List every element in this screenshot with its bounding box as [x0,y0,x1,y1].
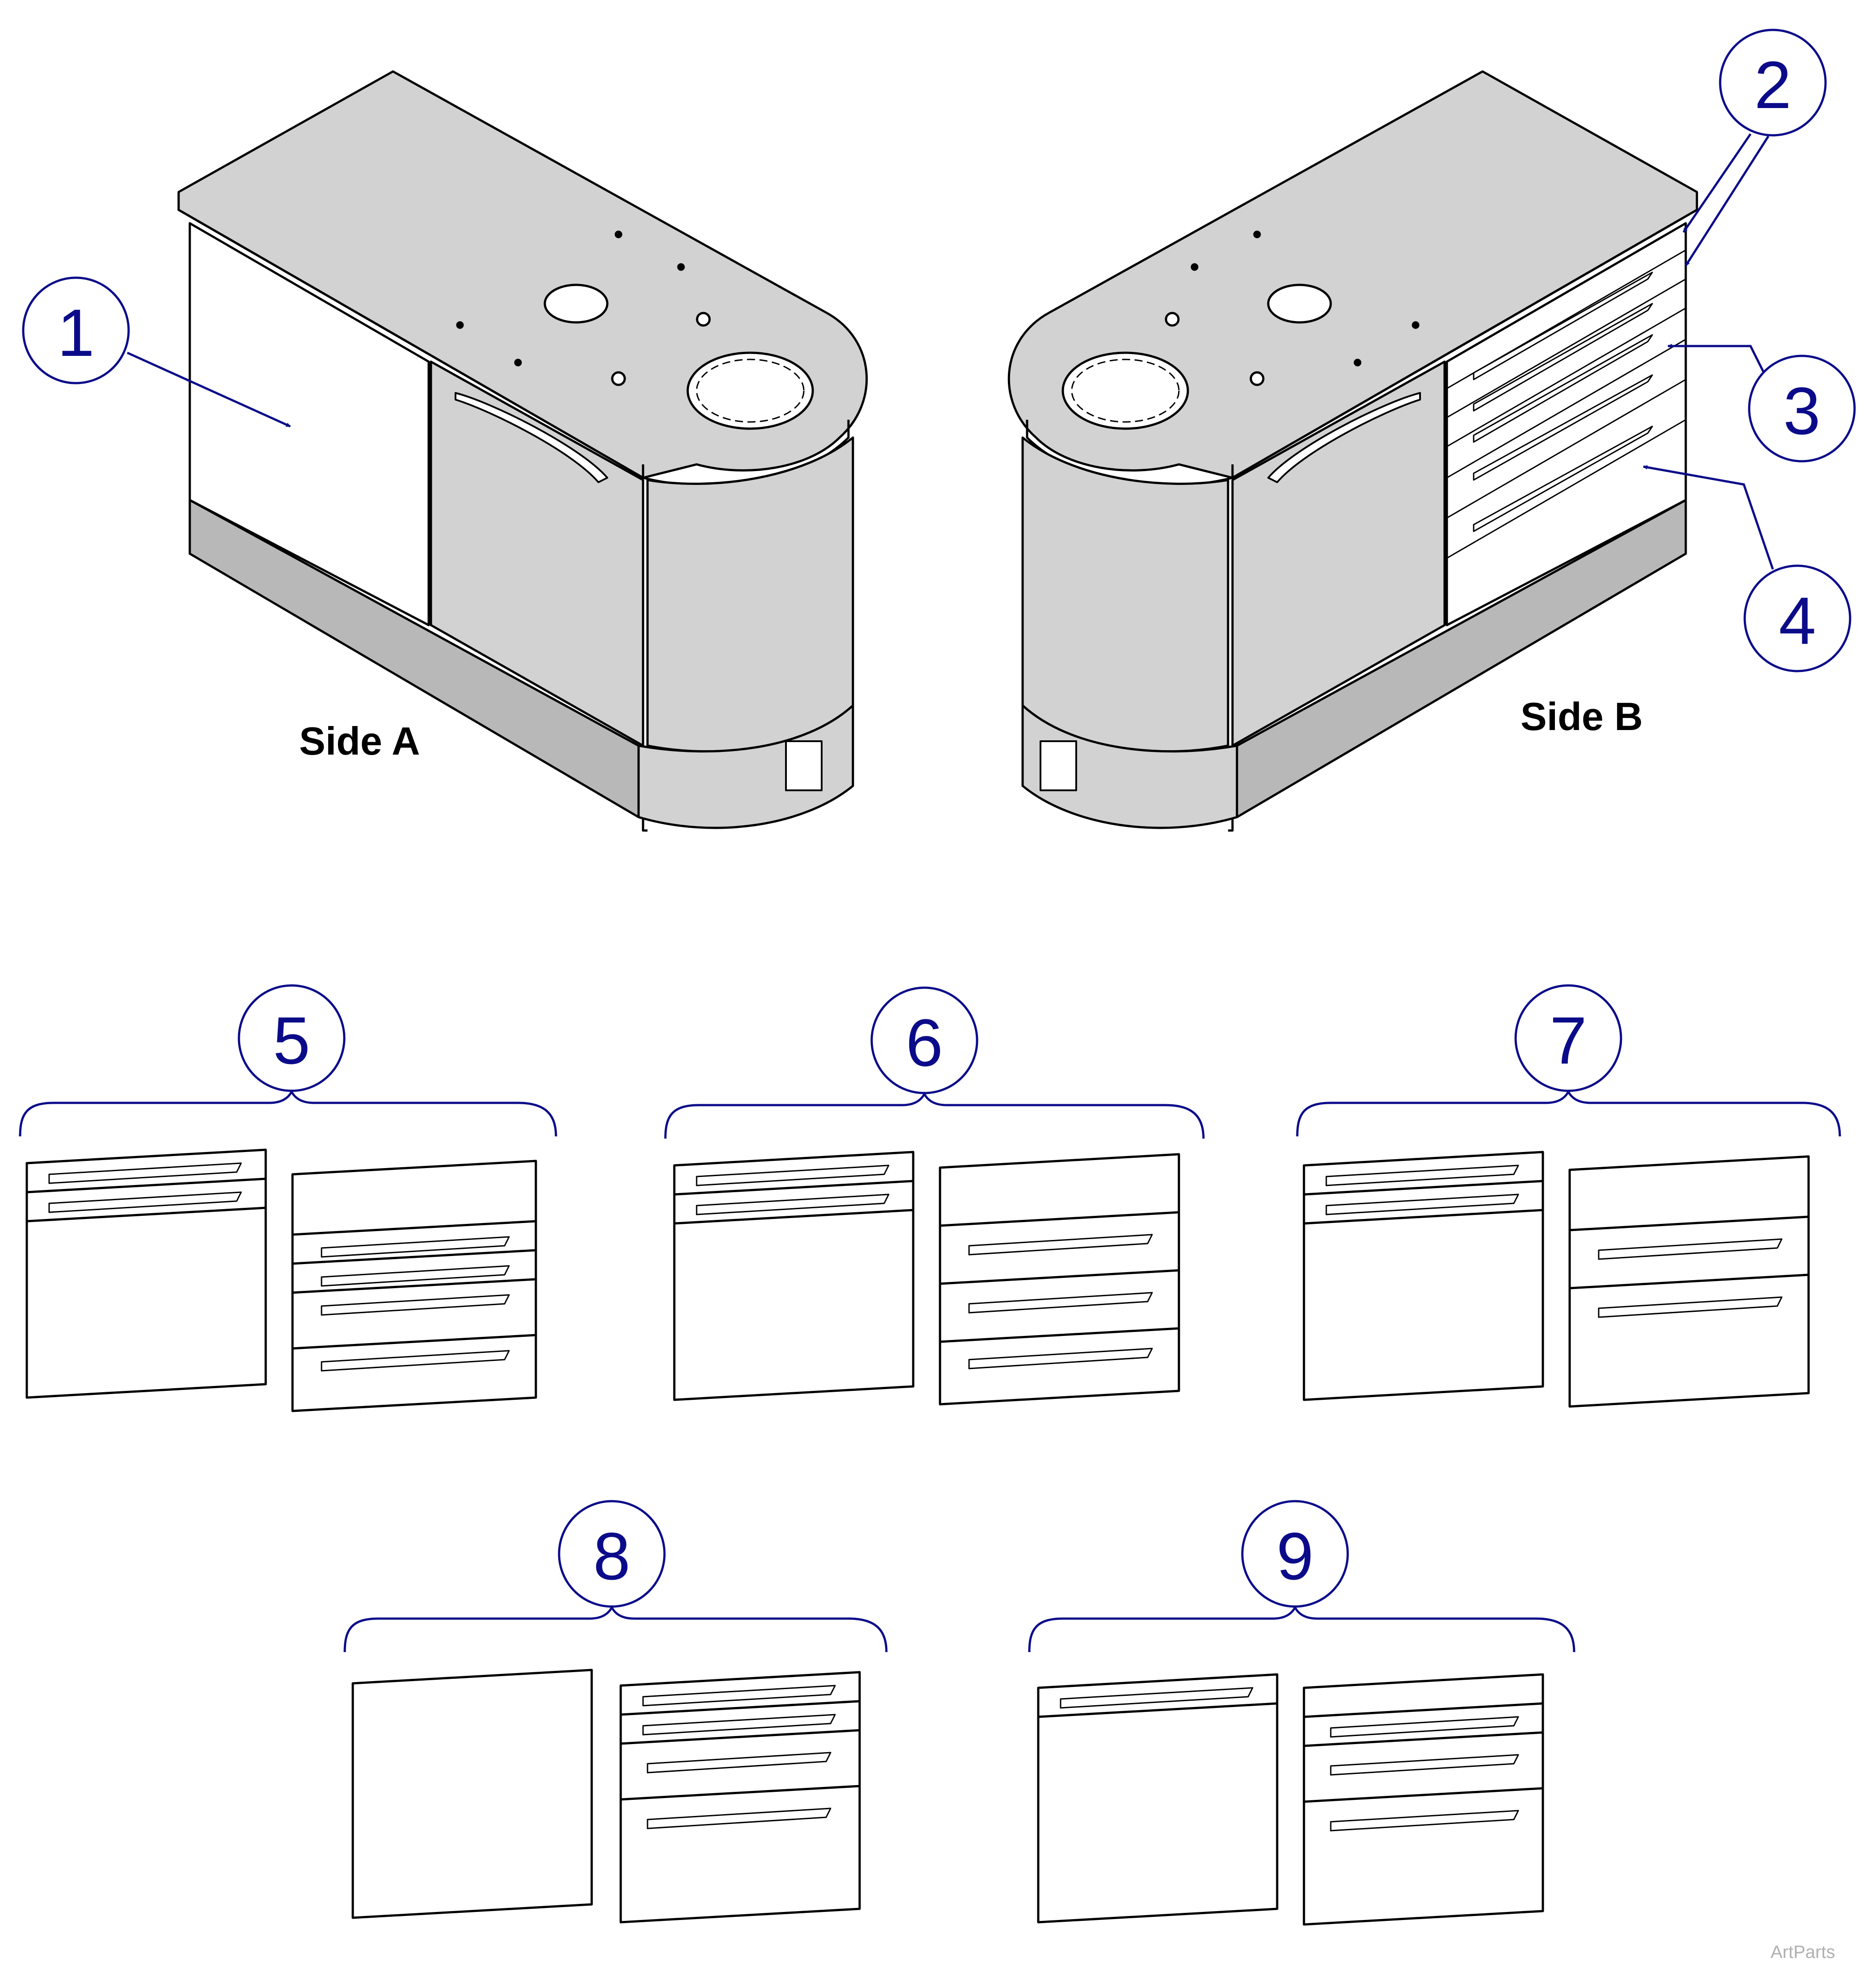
callout-5-number: 5 [273,1003,310,1078]
callout-9: 9 [1028,1500,1575,1653]
callout-7: 7 [1296,984,1841,1137]
panel-set-9 [1037,1673,1544,1926]
sink-hole-large-b [1061,351,1189,430]
panel-set-6 [673,1151,1180,1406]
callout-4: 4 [1643,465,1851,672]
panel-set-5 [25,1148,537,1412]
panel-set-8 [351,1669,861,1924]
cabinet-side-b [1007,70,1698,832]
sink-hole-large [686,351,814,430]
cabinet-side-a [177,70,868,832]
callout-6: 6 [664,986,1205,1139]
callout-9-number: 9 [1276,1519,1313,1594]
callout-7-number: 7 [1550,1003,1587,1078]
callout-8-number: 8 [593,1519,630,1594]
callout-1-number: 1 [57,295,94,370]
sink-hole-small-b [1267,284,1332,324]
callout-4-number: 4 [1779,583,1816,658]
white-door-panel [188,222,430,626]
callout-3-number: 3 [1783,373,1820,448]
end-cylinder-b [1021,436,1229,753]
callout-8: 8 [343,1500,888,1653]
callout-6-number: 6 [906,1005,943,1080]
end-cylinder-a [646,436,854,753]
callout-5: 5 [19,984,557,1137]
side-b-label: Side B [1521,694,1643,739]
callout-3: 3 [1667,344,1856,463]
callout-1: 1 [22,276,291,428]
callout-2: 2 [1682,29,1827,267]
side-a-label: Side A [299,719,420,763]
artparts-watermark: ArtParts [1771,1942,1835,1962]
sink-hole-small [543,284,609,324]
panel-set-7 [1303,1151,1810,1408]
callout-2-number: 2 [1754,47,1791,122]
